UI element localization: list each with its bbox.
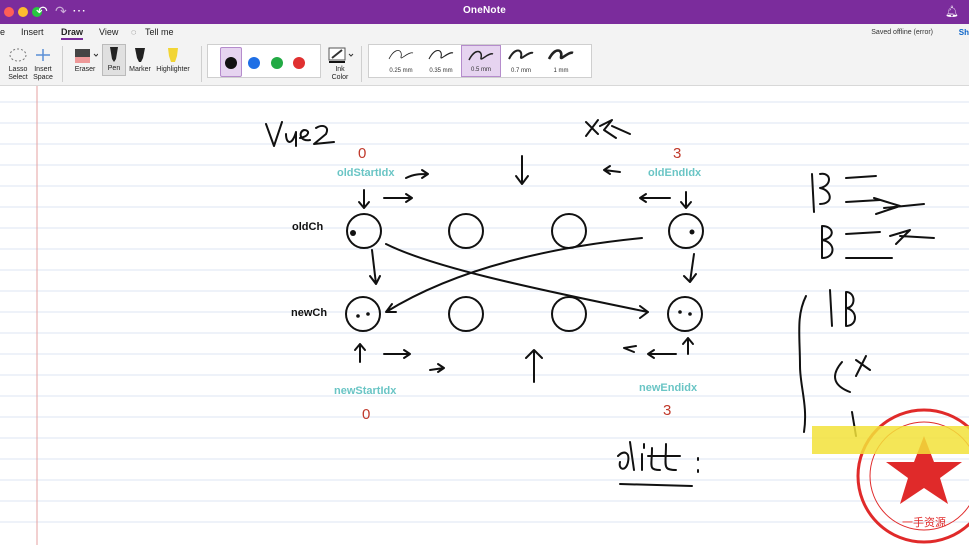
- new-children-label: newCh: [291, 307, 328, 319]
- new-node-2: [448, 296, 484, 332]
- new-start-index: 0: [362, 406, 371, 423]
- lasso-icon: [9, 48, 27, 62]
- highlighter-icon: [168, 48, 178, 62]
- draw-ribbon: Lasso Select Insert Space Eraser Pen Mar…: [0, 42, 969, 86]
- pen-width-option[interactable]: 1 mm: [541, 45, 581, 77]
- lasso-select-button[interactable]: Lasso Select: [6, 46, 30, 82]
- insert-space-button[interactable]: Insert Space: [32, 46, 54, 82]
- pen-color-palette: [207, 44, 321, 78]
- old-start-index: 0: [358, 145, 367, 162]
- new-node-3: [551, 296, 587, 332]
- minimize-window-button[interactable]: [18, 7, 28, 17]
- undo-icon[interactable]: ↶: [36, 3, 48, 19]
- marker-button[interactable]: Marker: [128, 46, 152, 74]
- color-green-swatch[interactable]: [271, 57, 283, 69]
- note-canvas[interactable]: 一手资源 0 3 oldStartIdx oldEndIdx oldCh new…: [0, 86, 969, 545]
- pen-icon: [110, 47, 118, 62]
- pen-width-gallery: 0.25 mm 0.35 mm 0.5 mm 0.7 mm 1 mm: [368, 44, 592, 78]
- new-end-index: 3: [663, 402, 672, 419]
- pen-width-label: 1 mm: [553, 68, 569, 74]
- stroke-preview-icon: [428, 49, 454, 60]
- old-node-4: [668, 213, 704, 249]
- pen-width-label: 0.7 mm: [510, 68, 531, 74]
- more-options-icon[interactable]: ⋯: [72, 2, 86, 18]
- color-black-swatch[interactable]: [225, 57, 237, 69]
- pen-width-label: 0.25 mm: [389, 68, 413, 74]
- new-end-idx-label: newEndidx: [639, 382, 698, 394]
- ruled-page-lines: [0, 86, 969, 545]
- lightbulb-icon: ◌: [131, 27, 137, 37]
- ink-color-button[interactable]: Ink Color: [324, 46, 356, 82]
- marker-label: Marker: [129, 66, 151, 73]
- pen-width-label: 0.35 mm: [429, 68, 453, 74]
- app-title: OneNote: [462, 5, 507, 16]
- lasso-select-label: Lasso Select: [8, 66, 28, 81]
- close-window-button[interactable]: [4, 7, 14, 17]
- old-node-1: [346, 213, 382, 249]
- pen-width-option[interactable]: 0.7 mm: [501, 45, 541, 77]
- new-node-1: [345, 296, 381, 332]
- seal-text: 一手资源: [902, 515, 946, 529]
- sync-status: Saved offline (error): [871, 29, 933, 36]
- share-button[interactable]: Sh: [958, 28, 969, 37]
- old-end-idx-label: oldEndIdx: [648, 167, 702, 179]
- stroke-preview-icon: [468, 50, 494, 61]
- pen-button[interactable]: Pen: [102, 44, 126, 76]
- old-start-idx-label: oldStartIdx: [337, 167, 395, 179]
- seal-watermark: 一手资源: [856, 408, 969, 544]
- new-start-idx-label: newStartIdx: [334, 385, 397, 397]
- stroke-preview-icon: [388, 50, 414, 60]
- old-end-index: 3: [673, 145, 682, 162]
- zoom-window-button[interactable]: [32, 7, 42, 17]
- highlighter-label: Highlighter: [156, 66, 190, 73]
- tab-tell-me[interactable]: Tell me: [145, 27, 174, 37]
- yellow-banner: [812, 426, 969, 454]
- eraser-label: Eraser: [74, 66, 96, 73]
- tab-draw[interactable]: Draw: [61, 27, 84, 40]
- color-red-swatch[interactable]: [293, 57, 305, 69]
- pen-width-label: 0.5 mm: [470, 67, 491, 73]
- eraser-button[interactable]: Eraser: [70, 46, 100, 74]
- tab-view[interactable]: View: [99, 27, 119, 37]
- old-children-label: oldCh: [292, 221, 324, 233]
- ink-color-label: Ink Color: [331, 66, 349, 81]
- pen-width-option-selected[interactable]: 0.5 mm: [461, 45, 501, 77]
- stroke-preview-icon: [547, 49, 574, 60]
- insert-space-icon: [36, 49, 50, 61]
- old-node-2: [448, 213, 484, 249]
- stroke-preview-icon: [508, 49, 534, 60]
- pen-width-option[interactable]: 0.25 mm: [381, 45, 421, 77]
- pen-label: Pen: [107, 65, 121, 72]
- insert-space-label: Insert Space: [33, 66, 53, 81]
- old-node-3: [551, 213, 587, 249]
- ink-color-icon: [328, 47, 354, 63]
- tab-home[interactable]: e: [0, 27, 6, 37]
- ribbon-tabs: e Insert Draw View ◌ Tell me Saved offli…: [0, 24, 969, 42]
- eraser-icon: [75, 49, 99, 63]
- pen-width-option[interactable]: 0.35 mm: [421, 45, 461, 77]
- notification-bell-icon[interactable]: 🔔︎: [945, 6, 959, 18]
- tab-insert[interactable]: Insert: [21, 27, 44, 37]
- marker-icon: [135, 48, 145, 62]
- new-node-4: [667, 296, 703, 332]
- diagram-drawing: 一手资源: [265, 119, 969, 544]
- title-bar: ↶ ↷ ⋯ OneNote 🔔︎: [0, 0, 969, 24]
- color-blue-swatch[interactable]: [248, 57, 260, 69]
- redo-icon[interactable]: ↷: [55, 3, 67, 19]
- highlighter-button[interactable]: Highlighter: [154, 46, 192, 74]
